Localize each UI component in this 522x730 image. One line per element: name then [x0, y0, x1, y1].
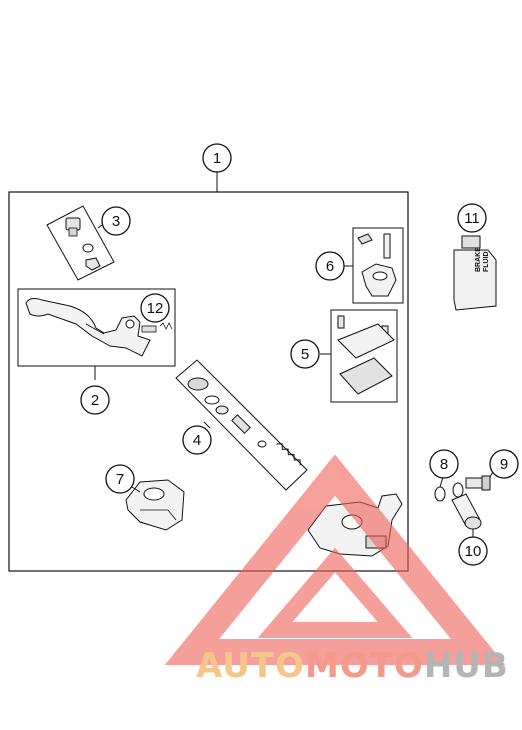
callout-1: 1	[202, 143, 232, 173]
callout-2: 2	[80, 385, 110, 415]
callout-circle	[458, 536, 488, 566]
callout-circle	[290, 339, 320, 369]
callout-3: 3	[101, 206, 131, 236]
callout-label: 6	[326, 258, 334, 275]
callout-10: 10	[458, 536, 488, 566]
callout-12: 12	[140, 293, 170, 323]
callout-label: 8	[440, 456, 448, 473]
callout-circle	[105, 464, 135, 494]
callout-label: 3	[112, 213, 120, 230]
part-10-group	[451, 493, 482, 537]
part-5-group	[320, 309, 398, 403]
watermark-text: AUTOMOTOHUB	[196, 646, 509, 686]
part-4-group	[175, 359, 308, 491]
callout-9: 9	[489, 449, 519, 479]
callout-circle	[101, 206, 131, 236]
watermark-part2: MOTO	[304, 646, 424, 686]
callout-label: 4	[193, 432, 201, 449]
callout-circle	[489, 449, 519, 479]
callout-circle	[182, 425, 212, 455]
callout-circle	[202, 143, 232, 173]
callout-4: 4	[182, 425, 212, 455]
watermark-part1: AUTO	[196, 646, 305, 686]
watermark-part3: HUB	[423, 646, 509, 686]
callout-6: 6	[315, 251, 345, 281]
callout-5: 5	[290, 339, 320, 369]
callout-circle	[429, 449, 459, 479]
watermark-logo	[164, 454, 506, 665]
part-9-group	[465, 469, 495, 491]
callout-11: 11	[457, 203, 487, 233]
callout-label: 11	[464, 210, 480, 227]
callout-label: 9	[500, 456, 508, 473]
callout-circle	[315, 251, 345, 281]
callout-8: 8	[429, 449, 459, 479]
callout-label: 7	[116, 471, 124, 488]
callout-circle	[140, 293, 170, 323]
callout-label: 10	[465, 543, 482, 560]
bottle-label: BRAKE FLUID	[475, 245, 490, 272]
callout-label: 5	[301, 346, 309, 363]
part-6-group	[342, 227, 404, 304]
kit-frame	[8, 191, 409, 572]
callout-label: 1	[213, 150, 221, 167]
callout-circle	[457, 203, 487, 233]
part-7-group	[125, 479, 185, 531]
callout-label: 12	[147, 300, 164, 317]
part-3-group	[46, 205, 115, 281]
callout-7: 7	[105, 464, 135, 494]
callout-circle	[80, 385, 110, 415]
callout-label: 2	[91, 392, 99, 409]
brake-fluid-bottle: BRAKE FLUID	[453, 235, 497, 311]
